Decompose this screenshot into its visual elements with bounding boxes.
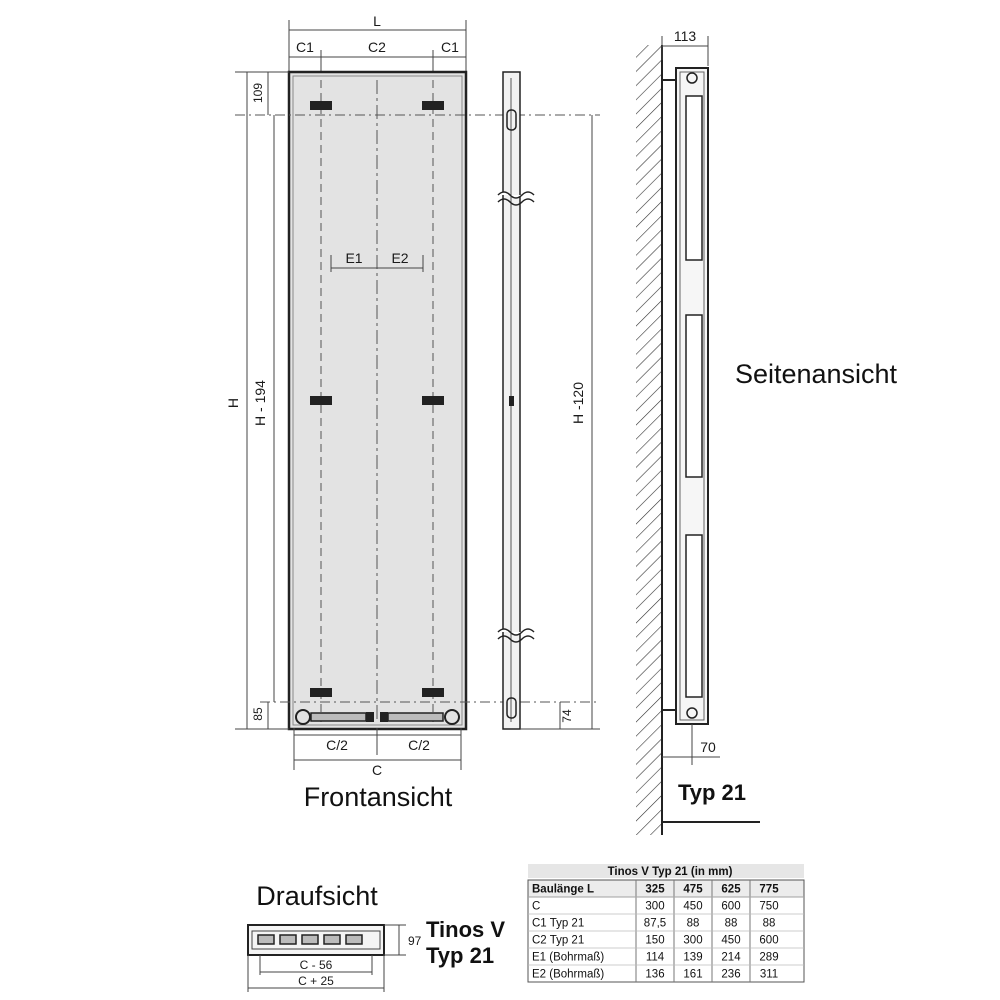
- dim-C1-right: C1: [441, 39, 459, 55]
- dim-H-194: H - 194: [252, 380, 268, 426]
- dim-113: 113: [674, 28, 697, 44]
- table-cell: 300: [645, 901, 664, 913]
- table-cell: E1 (Bohrmaß): [532, 952, 604, 964]
- dim-85: 85: [251, 707, 265, 721]
- label-draufsicht: Draufsicht: [256, 881, 378, 911]
- dim-74: 74: [560, 709, 574, 723]
- table-header-cell: 775: [759, 884, 779, 896]
- table-cell: 88: [725, 918, 738, 930]
- bracket-strip-view: H -120 74: [497, 71, 600, 730]
- dim-70: 70: [700, 739, 716, 755]
- table-cell: 150: [645, 935, 664, 947]
- dim-C-25: C + 25: [298, 974, 334, 988]
- table-cell: 450: [683, 901, 702, 913]
- dim-109: 109: [251, 83, 265, 103]
- dim-C1-left: C1: [296, 39, 314, 55]
- label-seitenansicht: Seitenansicht: [735, 359, 898, 389]
- dim-L: L: [373, 13, 381, 29]
- table-cell: C2 Typ 21: [532, 935, 584, 947]
- table-header-cell: Baulänge L: [532, 884, 594, 896]
- table-header-cell: 325: [645, 884, 665, 896]
- dim-C2: C2: [368, 39, 386, 55]
- dim-C-half-right: C/2: [408, 737, 430, 753]
- table-title-bg: [528, 864, 804, 878]
- table-cell: 289: [759, 952, 778, 964]
- spec-table: Tinos V Typ 21 (in mm) Baulänge L 325 475 62…: [527, 864, 805, 983]
- table-cell: 114: [646, 952, 665, 964]
- table-cell: 600: [759, 935, 778, 947]
- table-header-cell: 625: [721, 884, 741, 896]
- side-view: 113 70 Typ 21 Seitenansicht: [636, 28, 898, 835]
- table-cell: C: [532, 901, 540, 913]
- label-product-name: Tinos V: [426, 917, 505, 942]
- table-cell: E2 (Bohrmaß): [532, 969, 604, 981]
- table-cell: 136: [645, 969, 664, 981]
- bracket-mid-right: [422, 396, 444, 405]
- dim-E1: E1: [345, 250, 362, 266]
- table-cell: 236: [721, 969, 740, 981]
- table-cell: 139: [683, 952, 702, 964]
- table-cell: 600: [721, 901, 740, 913]
- bracket-bottom-right: [422, 688, 444, 697]
- table-cell: 311: [760, 969, 778, 981]
- table-cell: 161: [683, 969, 702, 981]
- bracket-mid-left: [310, 396, 332, 405]
- table-cell: 450: [721, 935, 740, 947]
- table-header-cell: 475: [683, 884, 703, 896]
- table-cell: 88: [763, 918, 776, 930]
- table-cell: C1 Typ 21: [532, 918, 584, 930]
- bracket-top-right: [422, 101, 444, 110]
- table-cell: 300: [683, 935, 702, 947]
- bracket-top-left: [310, 101, 332, 110]
- dim-C: C: [372, 762, 382, 778]
- dim-97: 97: [408, 934, 422, 948]
- table-cell: 750: [759, 901, 778, 913]
- table-cell: 214: [721, 952, 741, 964]
- table-cell: 88: [687, 918, 700, 930]
- dim-C-half-left: C/2: [326, 737, 348, 753]
- label-frontansicht: Frontansicht: [304, 782, 453, 812]
- label-product-type: Typ 21: [426, 943, 494, 968]
- dim-H: H: [225, 398, 241, 408]
- dim-C-56: C - 56: [300, 958, 333, 972]
- table-cell: 87,5: [644, 918, 666, 930]
- table-title: Tinos V Typ 21 (in mm): [608, 866, 733, 878]
- dim-E2: E2: [391, 250, 408, 266]
- label-side-type: Typ 21: [678, 780, 746, 805]
- bracket-bottom-left: [310, 688, 332, 697]
- top-view: Draufsicht 97 C - 56 C + 25 Tinos V Typ …: [247, 881, 505, 992]
- front-view: L C1 C2 C1 E1 E2: [225, 13, 600, 812]
- dim-H-120: H -120: [570, 382, 586, 424]
